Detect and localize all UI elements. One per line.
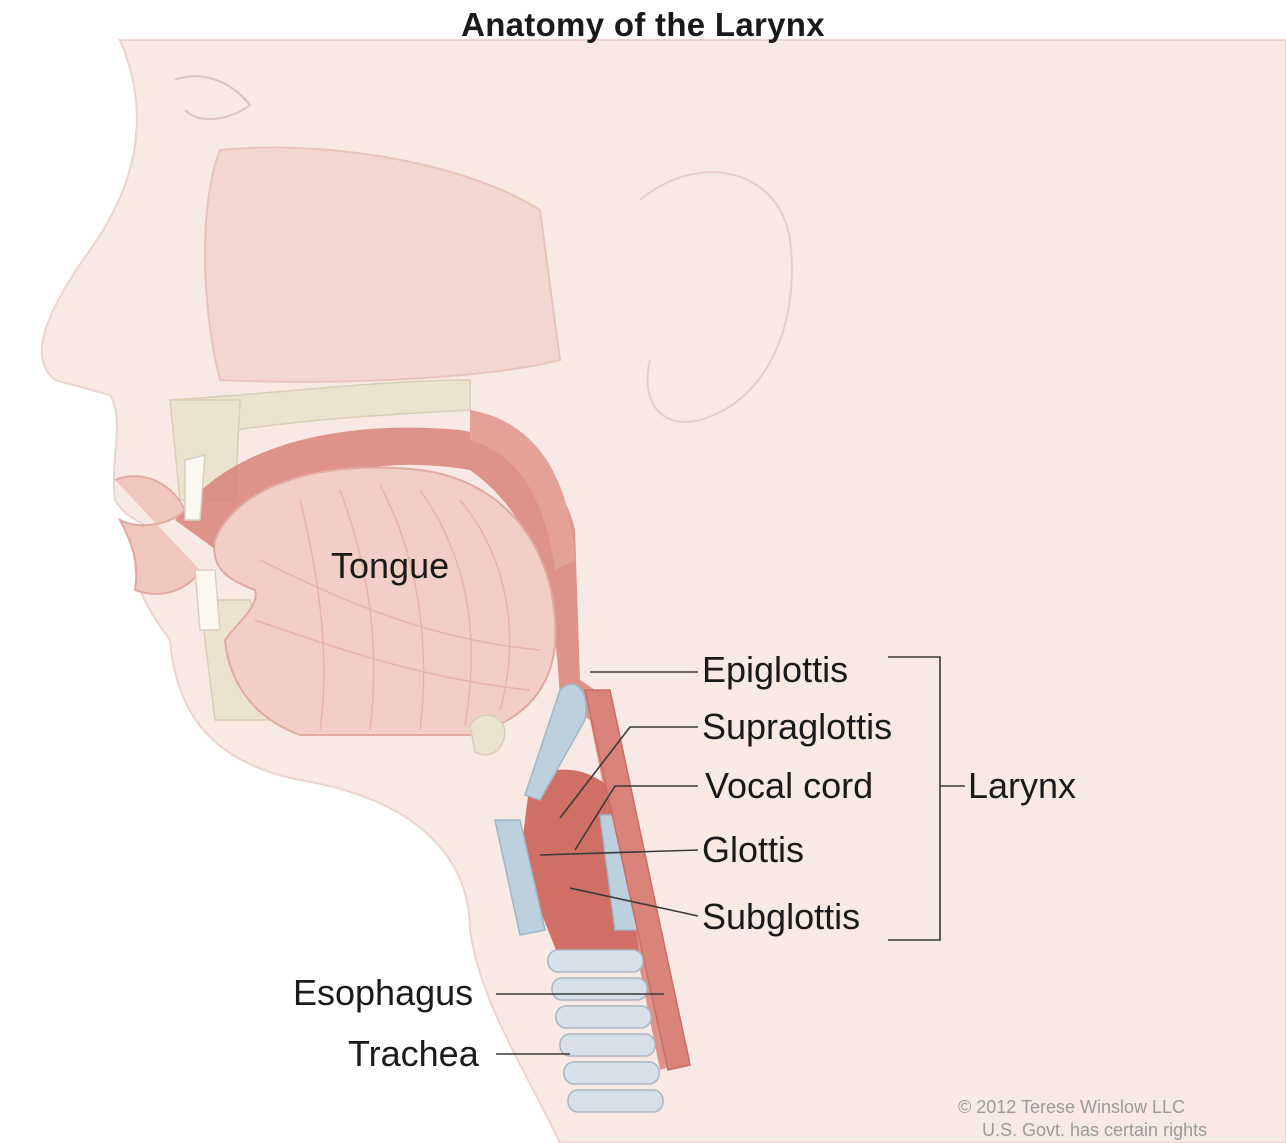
diagram-title: Anatomy of the Larynx bbox=[0, 6, 1286, 44]
hyoid-bone bbox=[470, 715, 505, 755]
label-trachea: Trachea bbox=[348, 1036, 479, 1072]
label-glottis: Glottis bbox=[702, 832, 804, 868]
lower-tooth bbox=[195, 570, 220, 630]
label-supraglottis: Supraglottis bbox=[702, 709, 892, 745]
label-subglottis: Subglottis bbox=[702, 899, 860, 935]
copyright-line: © 2012 Terese Winslow LLC bbox=[958, 1098, 1185, 1116]
label-epiglottis: Epiglottis bbox=[702, 652, 848, 688]
label-larynx: Larynx bbox=[968, 768, 1076, 804]
rights-line: U.S. Govt. has certain rights bbox=[982, 1121, 1207, 1139]
label-esophagus: Esophagus bbox=[293, 975, 473, 1011]
label-vocal-cord: Vocal cord bbox=[705, 768, 873, 804]
label-tongue: Tongue bbox=[331, 548, 449, 584]
